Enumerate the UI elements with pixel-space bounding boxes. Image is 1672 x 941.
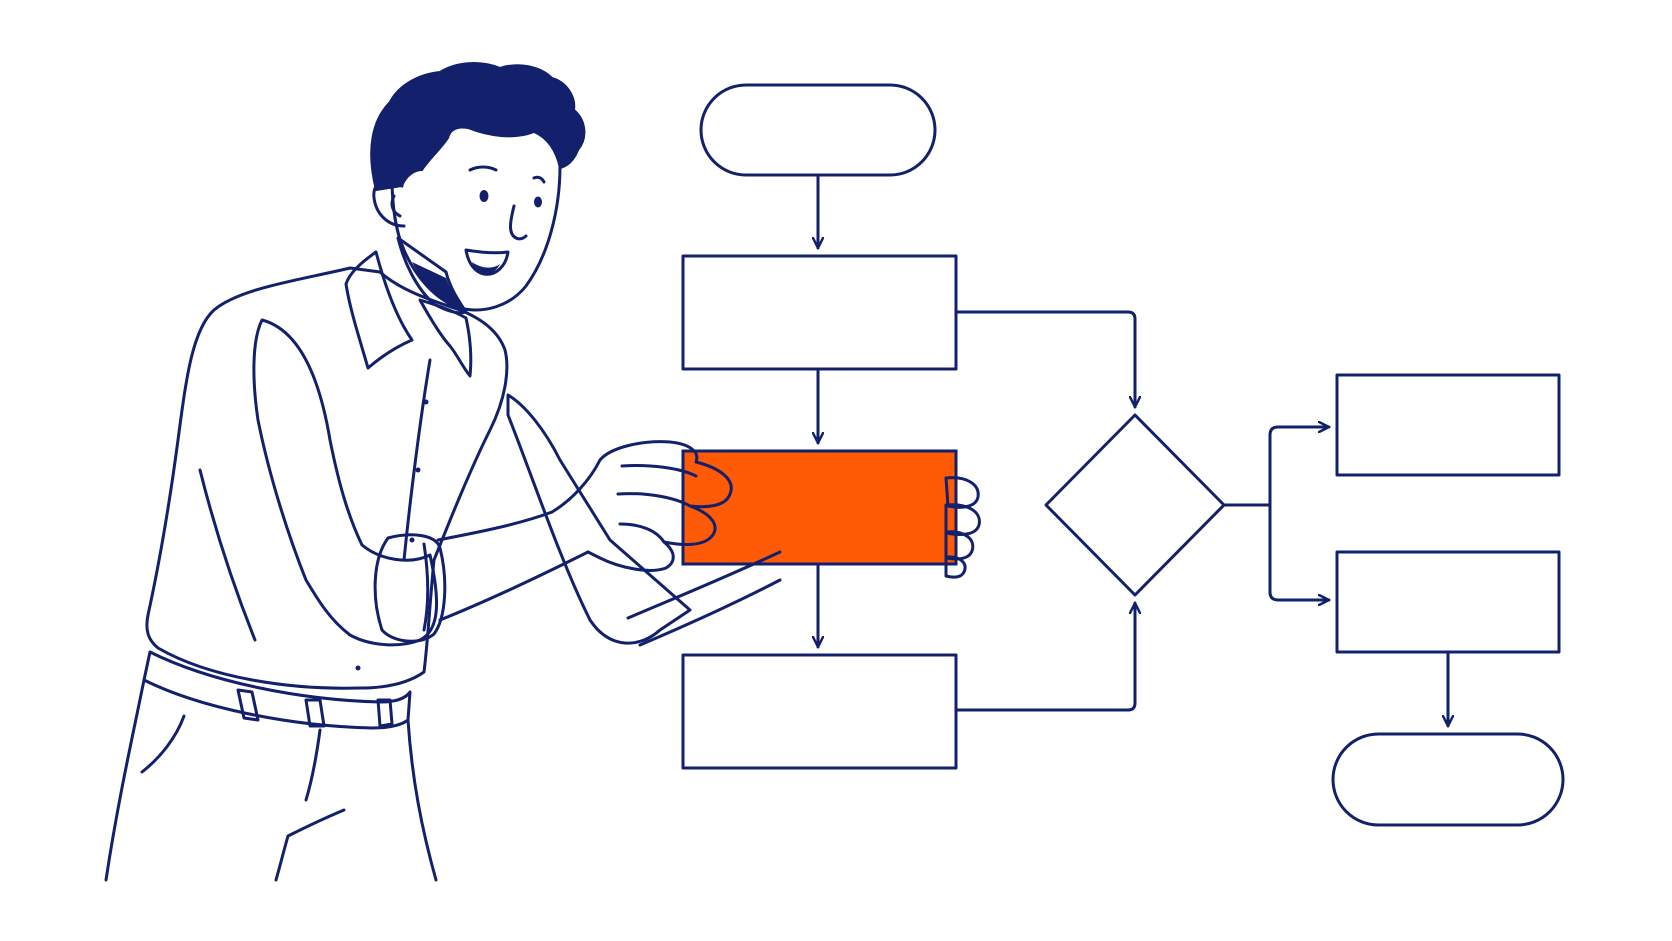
node-end xyxy=(1331,732,1565,827)
person-button xyxy=(409,537,415,543)
node-process-5 xyxy=(1335,550,1561,654)
person-belt-loop xyxy=(376,698,394,728)
node-process-2-highlighted xyxy=(681,449,958,566)
person-hair xyxy=(370,62,586,192)
person-cuff-fold xyxy=(422,542,430,632)
flowchart xyxy=(681,83,1565,827)
person-trousers-crease xyxy=(304,728,322,802)
person-tongue xyxy=(472,262,500,275)
person-back-hand xyxy=(944,476,981,579)
node-process-4 xyxy=(1335,373,1561,477)
person-trousers-pocket xyxy=(140,714,186,774)
person-eyebrow xyxy=(532,175,546,184)
node-start xyxy=(699,83,937,177)
person-trousers xyxy=(104,678,438,882)
person-rolled-cuff xyxy=(373,533,447,643)
person-neck xyxy=(396,236,468,315)
person-ear-inner xyxy=(390,194,402,218)
node-process-3 xyxy=(681,653,958,770)
node-decision xyxy=(1044,413,1226,597)
person-torso xyxy=(145,266,509,690)
person-belt-loop xyxy=(236,688,260,722)
node-process-1 xyxy=(681,254,958,371)
edge-decision-to-process-5 xyxy=(1268,503,1331,600)
person-torso-fold xyxy=(198,468,257,642)
person-button xyxy=(415,467,421,473)
person-belt-loop xyxy=(304,698,326,728)
person-front-sleeve xyxy=(252,318,439,647)
person-button xyxy=(355,665,361,671)
person-eye xyxy=(479,190,489,202)
person-neck-shadow xyxy=(412,262,466,312)
person-nose xyxy=(509,204,528,241)
person-back-forearm xyxy=(626,550,782,647)
edge-decision-to-process-4 xyxy=(1268,427,1331,507)
person-front-hand-knuckles xyxy=(616,464,698,544)
person-front-forearm xyxy=(436,510,590,622)
person-placing-block-icon xyxy=(104,62,981,882)
edge-process-1-to-decision xyxy=(954,310,1135,409)
edge-process-3-to-decision xyxy=(954,601,1135,712)
person-back-sleeve xyxy=(506,393,692,645)
person-eye xyxy=(534,196,542,208)
person-trousers-seam xyxy=(274,808,346,882)
person-collar-left xyxy=(344,250,414,370)
person-placket xyxy=(402,358,432,562)
person-eyebrow xyxy=(468,165,498,172)
person-button xyxy=(423,399,429,405)
